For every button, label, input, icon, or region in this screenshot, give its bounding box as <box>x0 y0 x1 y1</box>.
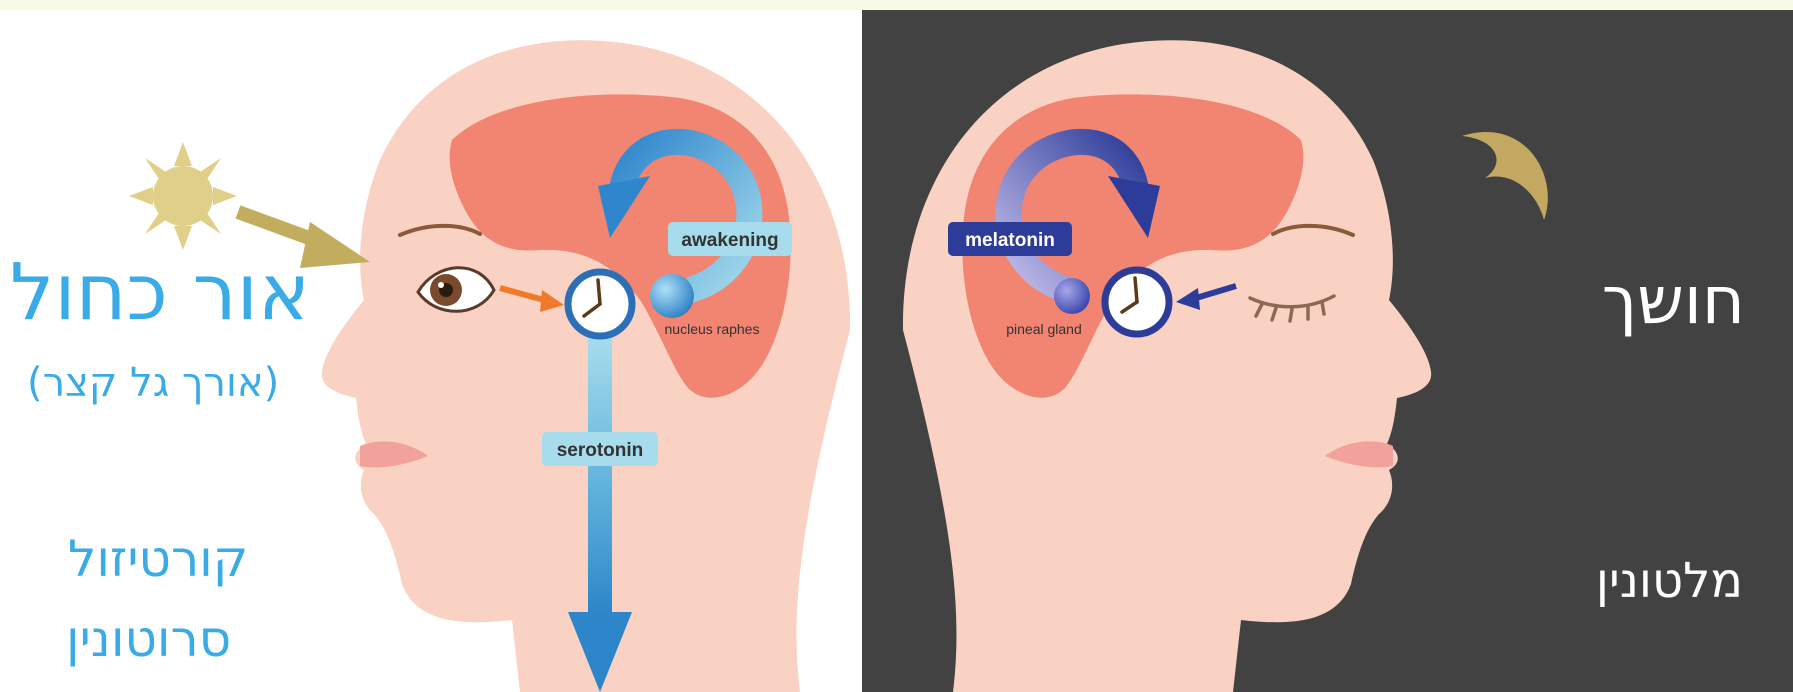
pineal-gland-label: pineal gland <box>1006 321 1082 337</box>
blue-light-title: אור כחול <box>10 248 310 338</box>
darkness-title: חושך <box>1602 262 1745 339</box>
clock-icon <box>1105 270 1169 334</box>
sun-icon <box>129 142 237 250</box>
melatonin-label: melatonin <box>965 230 1055 251</box>
nucleus-raphes-label: nucleus raphes <box>665 321 760 337</box>
serotonin-hebrew-label: סרוטונין <box>66 610 231 668</box>
melatonin-hebrew-label: מלטונין <box>1596 553 1743 609</box>
cortisol-label: קורטיזול <box>68 530 248 588</box>
nucleus-raphes-ball <box>650 274 694 318</box>
short-wavelength-subtitle: (אורך גל קצר) <box>27 360 279 406</box>
serotonin-label: serotonin <box>557 440 644 461</box>
pineal-gland-ball <box>1054 278 1090 314</box>
awakening-label: awakening <box>681 230 778 251</box>
clock-icon <box>568 272 632 336</box>
serotonin-arrow <box>588 338 612 613</box>
